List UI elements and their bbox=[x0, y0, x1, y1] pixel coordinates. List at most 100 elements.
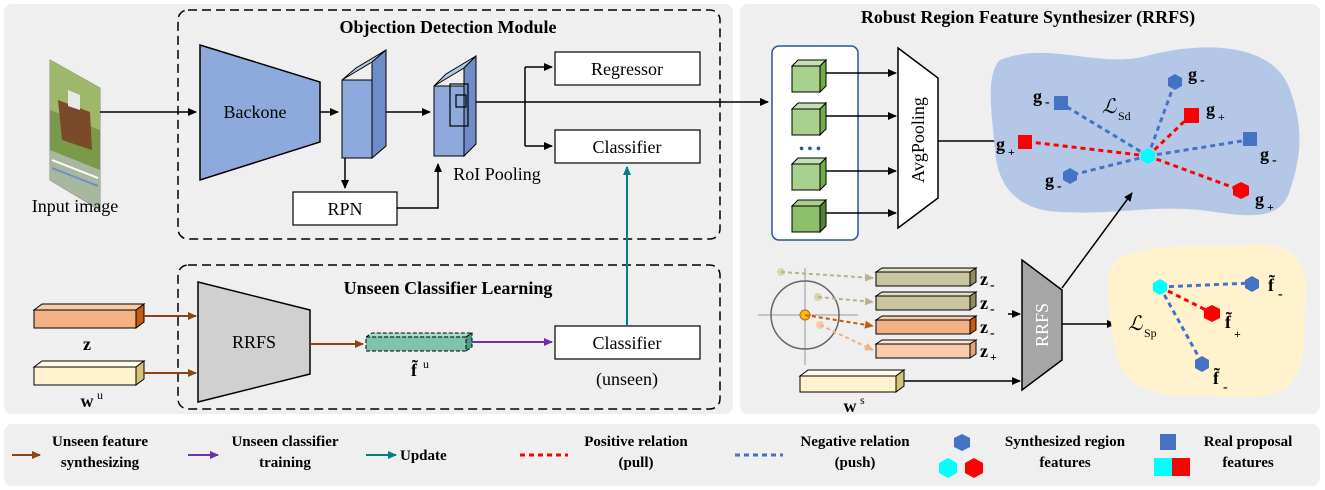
svg-text:f̃: f̃ bbox=[1213, 367, 1220, 388]
legend-real-line1: Real proposal bbox=[1204, 434, 1292, 450]
svg-text:z: z bbox=[980, 293, 988, 313]
input-image-label: Input image bbox=[32, 196, 118, 216]
loss-sd: ℒ bbox=[1102, 96, 1117, 118]
svg-text:f̃: f̃ bbox=[1268, 274, 1275, 295]
rrfs-block-right bbox=[1021, 258, 1063, 392]
z-bar-pos bbox=[874, 339, 978, 359]
syn-neg-hex bbox=[1168, 74, 1182, 90]
real-neg-square bbox=[1054, 96, 1068, 110]
svg-text:+: + bbox=[1008, 145, 1015, 159]
legend-update: Update bbox=[400, 448, 447, 464]
svg-text:-: - bbox=[1200, 73, 1205, 88]
legend-pos-line2: (pull) bbox=[618, 455, 653, 471]
backbone-block bbox=[199, 43, 321, 182]
svg-text:g: g bbox=[1206, 99, 1215, 119]
rrfs-right-label: RRFS bbox=[1032, 303, 1052, 347]
detection-module-box bbox=[177, 9, 721, 240]
regressor-label: Regressor bbox=[591, 59, 663, 79]
svg-text:z: z bbox=[980, 317, 988, 337]
svg-text:g: g bbox=[996, 134, 1005, 154]
avgpooling-block bbox=[897, 46, 939, 230]
svg-text:-: - bbox=[1045, 95, 1050, 110]
real-pos-square bbox=[1184, 108, 1199, 123]
rrfs-left-label: RRFS bbox=[232, 332, 276, 352]
fu-bar bbox=[364, 332, 474, 352]
z-bar-neg-2 bbox=[874, 291, 978, 311]
classifier-box bbox=[554, 129, 701, 164]
cloud-relations bbox=[1029, 81, 1249, 192]
green-cube-4 bbox=[790, 198, 828, 234]
fu-label: f̃ bbox=[411, 359, 418, 380]
legend-neg-line2: (push) bbox=[835, 455, 876, 471]
arrow-rrfs-distcloud bbox=[1061, 192, 1133, 289]
svg-text:-: - bbox=[1272, 153, 1277, 168]
unseen-module-box bbox=[177, 264, 721, 410]
legend-pos-line1: Positive relation bbox=[584, 434, 688, 450]
detection-module-title: Objection Detection Module bbox=[340, 17, 557, 37]
svg-text:z: z bbox=[980, 269, 988, 289]
feature-map-1 bbox=[341, 48, 387, 160]
legend-train-line1: Unseen classifier bbox=[231, 434, 338, 450]
svg-text:-: - bbox=[1223, 380, 1228, 395]
green-cube-2 bbox=[790, 101, 828, 137]
anchor-hex bbox=[1141, 148, 1155, 164]
cube-arrows bbox=[826, 69, 897, 217]
rrfs-block-left bbox=[197, 281, 311, 403]
real-pos-square bbox=[1018, 135, 1032, 149]
wu-sup: u bbox=[97, 388, 103, 402]
svg-text:+: + bbox=[1234, 327, 1241, 341]
svg-text:g: g bbox=[1045, 170, 1054, 190]
svg-text:g: g bbox=[1033, 86, 1042, 106]
unseen-classifier-label: Classifier bbox=[593, 333, 662, 353]
prototype-f-labels: f̃ - f̃ + f̃ - bbox=[1213, 274, 1283, 395]
legend-real-squares bbox=[1154, 434, 1190, 476]
legend-real-line2: features bbox=[1222, 455, 1274, 471]
z-bar-neg-1 bbox=[874, 267, 978, 287]
z-bar-labels: z - z - z - z + bbox=[980, 269, 997, 364]
classifier-label: Classifier bbox=[593, 137, 662, 157]
rpn-label: RPN bbox=[327, 199, 362, 219]
input-image bbox=[49, 59, 101, 211]
ws-sup: s bbox=[860, 393, 865, 407]
cloud-g-labels: g - g - g + g - g + g - g + bbox=[996, 64, 1277, 214]
z-bar bbox=[32, 303, 146, 329]
svg-text:-: - bbox=[1278, 287, 1283, 302]
unseen-classifier-sub: (unseen) bbox=[596, 369, 658, 390]
svg-text:-: - bbox=[1057, 179, 1062, 194]
latent-arrows bbox=[780, 271, 874, 351]
legend-synth-line2: synthesizing bbox=[61, 455, 140, 471]
rrfs-module-title: Robust Region Feature Synthesizer (RRFS) bbox=[861, 7, 1195, 28]
roi-pooling-label: RoI Pooling bbox=[453, 164, 541, 184]
loss-sd-sub: Sd bbox=[1118, 109, 1131, 123]
svg-text:g: g bbox=[1255, 189, 1264, 209]
legend-synreg-line2: features bbox=[1039, 455, 1091, 471]
loss-sp-sub: Sp bbox=[1144, 326, 1157, 340]
proposal-feature-group bbox=[771, 45, 859, 241]
wu-label: w bbox=[81, 391, 94, 411]
latent-circle bbox=[758, 268, 858, 365]
real-neg-square bbox=[1243, 132, 1257, 146]
unseen-classifier-box bbox=[554, 325, 701, 360]
svg-text:-: - bbox=[990, 302, 995, 317]
svg-text:-: - bbox=[990, 326, 995, 341]
legend-synreg-line1: Synthesized region bbox=[1005, 434, 1126, 450]
regressor-box bbox=[554, 51, 701, 86]
green-cube-1 bbox=[790, 58, 828, 94]
ws-label: w bbox=[844, 396, 857, 416]
unseen-module-title: Unseen Classifier Learning bbox=[344, 278, 553, 298]
cube-dots: • • • bbox=[799, 142, 821, 157]
avgpooling-label: AvgPooling bbox=[908, 97, 928, 183]
ws-bar bbox=[798, 369, 906, 393]
syn-neg-hex bbox=[1063, 168, 1077, 184]
prototype-relations bbox=[1158, 281, 1253, 364]
svg-text:f̃: f̃ bbox=[1225, 311, 1232, 332]
z-bar-neg-3 bbox=[874, 315, 978, 335]
arrow-rpn-roi bbox=[397, 163, 442, 209]
svg-text:g: g bbox=[1188, 64, 1197, 84]
legend-synth-line1: Unseen feature bbox=[52, 434, 148, 450]
svg-text:+: + bbox=[1218, 110, 1225, 124]
legend-synth-hexagons bbox=[939, 434, 983, 478]
prototype-markers bbox=[1153, 276, 1259, 372]
svg-text:z: z bbox=[980, 341, 988, 361]
